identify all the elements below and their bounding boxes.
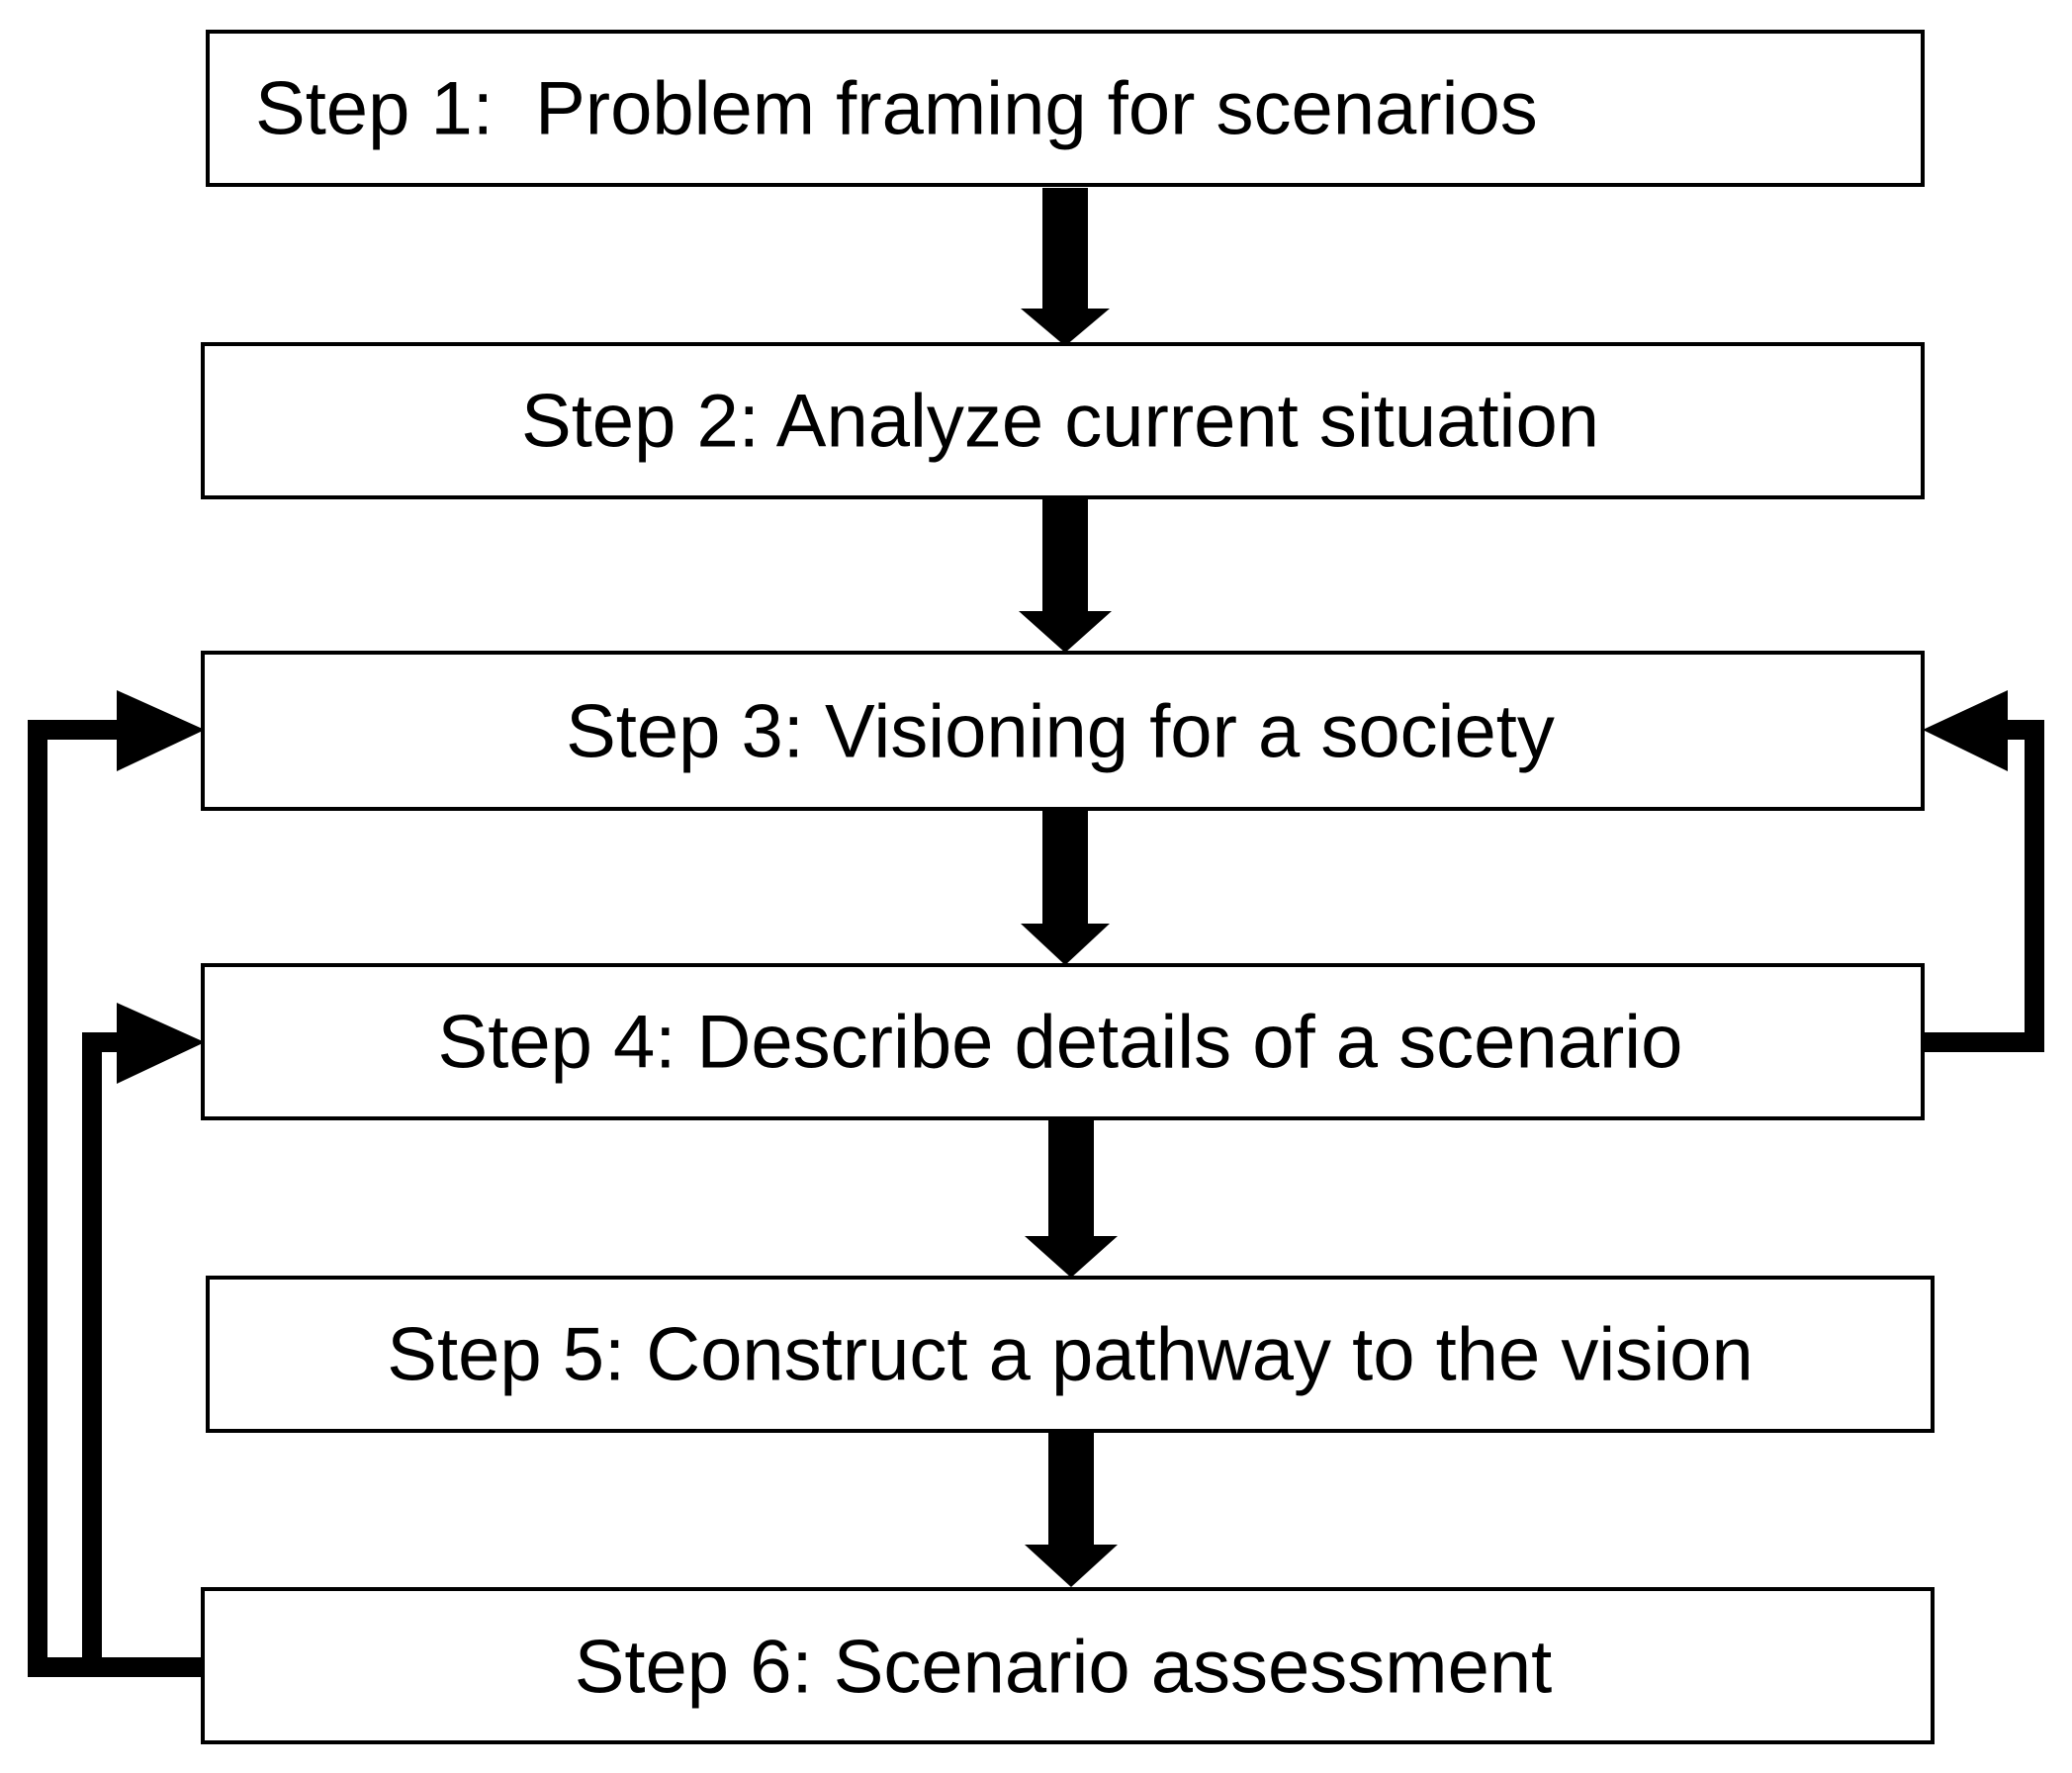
flow-arrow-1-to-2: [1021, 188, 1110, 346]
feedback-arrowhead-step4-left: [117, 1003, 205, 1084]
step-1-label: Step 1: Problem framing for scenarios: [255, 67, 1538, 151]
step-6-label: Step 6: Scenario assessment: [575, 1626, 1553, 1710]
step-box-4: Step 4: Describe details of a scenario: [201, 963, 1925, 1120]
feedback-line-step6-to-step4: [82, 1032, 208, 1677]
feedback-arrowhead-step3-left: [117, 690, 205, 771]
step-5-label: Step 5: Construct a pathway to the visio…: [387, 1313, 1753, 1397]
step-4-label: Step 4: Describe details of a scenario: [438, 1001, 1683, 1085]
step-box-1: Step 1: Problem framing for scenarios: [206, 30, 1925, 187]
step-box-2: Step 2: Analyze current situation: [201, 342, 1925, 499]
step-2-label: Step 2: Analyze current situation: [521, 380, 1599, 464]
feedback-line-step6-to-step3: [28, 720, 208, 1677]
feedback-arrowhead-step3-right: [1923, 690, 2008, 771]
feedback-line-step4-to-step3: [1923, 720, 2044, 1052]
step-box-3: Step 3: Visioning for a society: [201, 651, 1925, 811]
step-box-6: Step 6: Scenario assessment: [201, 1587, 1935, 1744]
flow-arrow-3-to-4: [1021, 811, 1110, 965]
flow-arrow-2-to-3: [1019, 497, 1112, 653]
step-box-5: Step 5: Construct a pathway to the visio…: [206, 1276, 1935, 1433]
step-3-label: Step 3: Visioning for a society: [566, 690, 1555, 774]
flow-arrow-4-to-5: [1025, 1119, 1118, 1278]
flow-arrow-5-to-6: [1025, 1432, 1118, 1587]
